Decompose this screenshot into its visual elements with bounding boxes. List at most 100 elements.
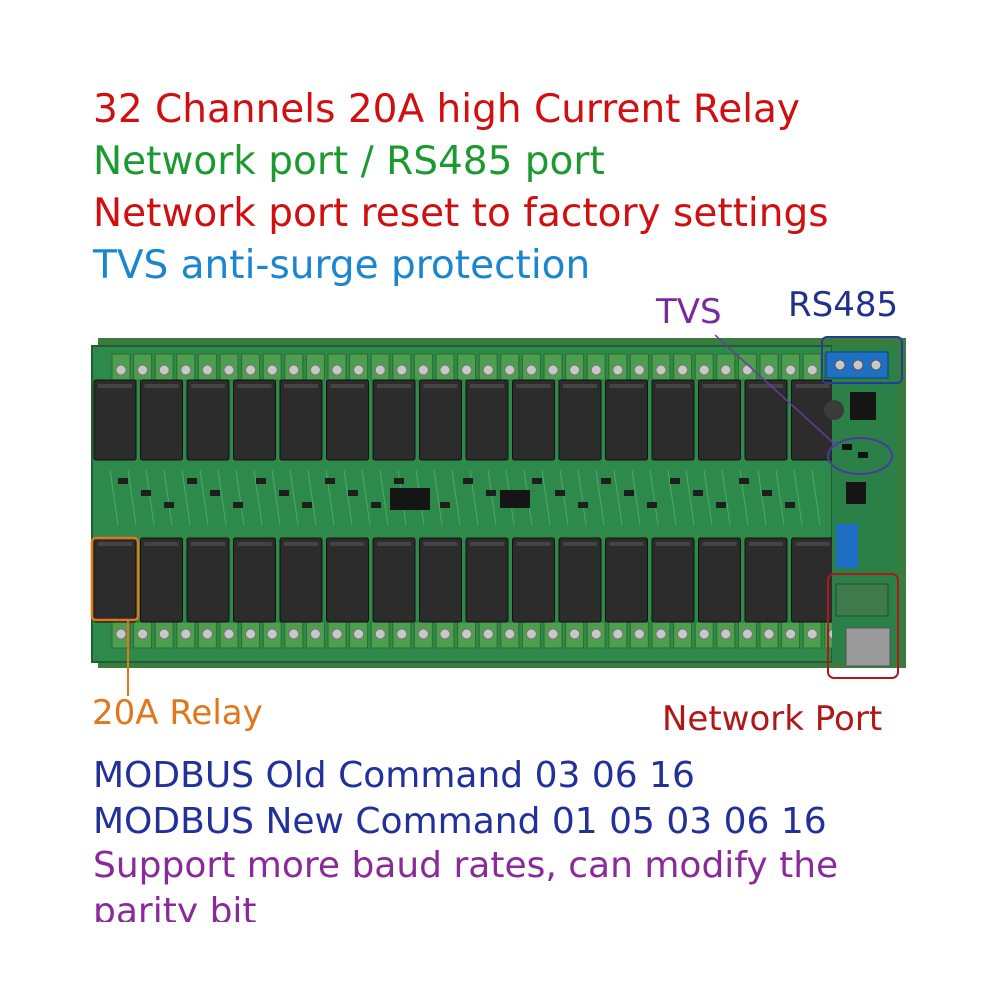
relay bbox=[605, 537, 648, 623]
relay-highlight bbox=[702, 542, 737, 546]
terminal-screw bbox=[547, 364, 559, 376]
terminal-screw bbox=[461, 364, 473, 376]
modbus-new-command: MODBUS New Command 01 05 03 06 16 bbox=[93, 801, 827, 842]
relay-highlight bbox=[516, 542, 551, 546]
headline-ports: Network port / RS485 port bbox=[93, 139, 605, 184]
relay-highlight bbox=[377, 542, 411, 546]
relay bbox=[744, 537, 788, 623]
pcb-trace bbox=[127, 469, 137, 526]
terminal-screw bbox=[245, 364, 257, 376]
relay-highlight bbox=[795, 384, 830, 388]
relay bbox=[651, 537, 695, 623]
relay-highlight bbox=[656, 384, 690, 388]
relay bbox=[512, 379, 555, 461]
pcb-trace bbox=[163, 469, 173, 526]
pcb-trace bbox=[541, 469, 551, 526]
terminal-screw bbox=[763, 364, 775, 376]
smd-component bbox=[233, 502, 243, 508]
ic-chip bbox=[390, 488, 430, 510]
relay bbox=[279, 379, 323, 461]
tvs-diode bbox=[858, 452, 868, 458]
pcb-trace bbox=[559, 469, 569, 526]
terminal-screw bbox=[439, 364, 451, 376]
relay bbox=[140, 379, 183, 461]
smd-component bbox=[279, 490, 289, 496]
relay bbox=[279, 537, 323, 623]
smd-component bbox=[164, 502, 174, 508]
ic-chip bbox=[500, 490, 530, 508]
dip-switch bbox=[836, 524, 858, 568]
relay bbox=[186, 537, 230, 623]
relay-highlight bbox=[330, 542, 365, 546]
terminal-screw bbox=[612, 628, 624, 640]
relay bbox=[93, 379, 137, 461]
relay bbox=[605, 379, 648, 461]
relay bbox=[558, 379, 602, 461]
smd-component bbox=[302, 502, 312, 508]
terminal-screw bbox=[137, 364, 149, 376]
terminal-screw bbox=[590, 628, 602, 640]
terminal-screw bbox=[417, 364, 429, 376]
terminal-screw bbox=[158, 628, 170, 640]
pcb-trace bbox=[217, 469, 227, 526]
pcb-trace bbox=[433, 469, 443, 526]
pcb-trace bbox=[487, 469, 497, 526]
pcb-trace bbox=[271, 469, 281, 526]
terminal-screw bbox=[698, 628, 710, 640]
smd-component bbox=[601, 478, 611, 484]
terminal-screw bbox=[115, 364, 127, 376]
pcb-trace bbox=[343, 469, 353, 526]
terminal-screw bbox=[115, 628, 127, 640]
smd-component bbox=[440, 502, 450, 508]
pcb-trace bbox=[757, 469, 767, 526]
terminal-screw bbox=[309, 364, 321, 376]
relay-highlight bbox=[237, 384, 272, 388]
relay-highlight bbox=[470, 384, 504, 388]
relay bbox=[186, 379, 230, 461]
smd-component bbox=[118, 478, 128, 484]
relay-highlight-box bbox=[90, 536, 140, 622]
terminal-screw bbox=[201, 364, 213, 376]
terminal-screw bbox=[223, 628, 235, 640]
terminal-screw bbox=[612, 364, 624, 376]
pcb-trace bbox=[667, 469, 677, 526]
terminal-screw bbox=[158, 364, 170, 376]
relay-highlight bbox=[749, 542, 783, 546]
terminal-screw bbox=[720, 628, 732, 640]
relay bbox=[698, 537, 741, 623]
smd-component bbox=[256, 478, 266, 484]
terminal-screw bbox=[331, 628, 343, 640]
terminal-screw bbox=[763, 628, 775, 640]
pcb-trace bbox=[649, 469, 659, 526]
terminal-screw bbox=[266, 628, 278, 640]
smd-component bbox=[348, 490, 358, 496]
headline-channels: 32 Channels 20A high Current Relay bbox=[93, 87, 801, 132]
pcb-trace bbox=[685, 469, 695, 526]
relay bbox=[140, 537, 183, 623]
relay-highlight bbox=[749, 384, 783, 388]
modbus-old-command: MODBUS Old Command 03 06 16 bbox=[93, 755, 695, 796]
terminal-screw bbox=[439, 628, 451, 640]
terminal-screw bbox=[331, 364, 343, 376]
relay-highlight bbox=[98, 542, 132, 546]
terminal-screw bbox=[504, 364, 516, 376]
relay-highlight bbox=[563, 384, 597, 388]
terminal-screw bbox=[633, 364, 645, 376]
terminal-screw bbox=[547, 628, 559, 640]
baud-rate-note: Support more baud rates, can modify the bbox=[93, 845, 839, 886]
relay-highlight bbox=[191, 384, 225, 388]
terminal-screw bbox=[806, 628, 818, 640]
terminal-screw bbox=[353, 364, 365, 376]
relay-highlight bbox=[191, 542, 225, 546]
ic-chip bbox=[846, 482, 866, 504]
relay bbox=[465, 379, 509, 461]
headline-tvs: TVS anti-surge protection bbox=[93, 243, 591, 288]
relay-highlight bbox=[609, 384, 644, 388]
terminal-screw bbox=[482, 364, 494, 376]
smd-component bbox=[532, 478, 542, 484]
smd-component bbox=[693, 490, 703, 496]
smd-component bbox=[463, 478, 473, 484]
terminal-screw bbox=[180, 628, 192, 640]
terminal-screw bbox=[590, 364, 602, 376]
